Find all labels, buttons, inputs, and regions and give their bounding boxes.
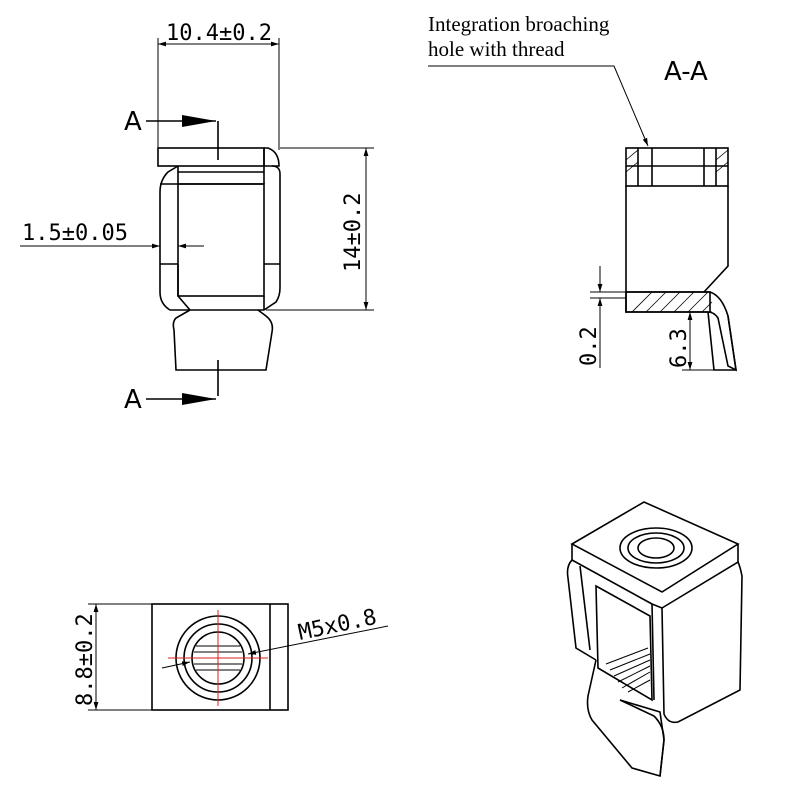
top-plate	[157, 147, 265, 167]
section-label-bottom: A	[124, 385, 142, 415]
top-view: M5x0.8 8.8±0.2	[73, 603, 389, 711]
depth-dim-text: 8.8±0.2	[73, 613, 98, 706]
thread-dim-text: M5x0.8	[296, 605, 379, 646]
body-outline	[159, 165, 281, 311]
lower-tab	[172, 309, 274, 371]
width-dimension: 10.4±0.2	[157, 21, 280, 150]
note-line2: hole with thread	[428, 37, 565, 61]
top-view-outline	[151, 603, 289, 711]
wall-dim-text: 1.5±0.05	[22, 221, 128, 246]
inner-window	[177, 183, 265, 297]
section-marker-top: A	[124, 107, 219, 160]
isometric-view	[566, 501, 743, 778]
tab-dim-text: 6.3	[667, 328, 692, 368]
width-dim-text: 10.4±0.2	[166, 21, 272, 46]
section-marker-bottom: A	[124, 385, 216, 415]
section-title: A-A	[664, 57, 708, 87]
section-view: Integration broaching hole with thread A…	[428, 12, 738, 372]
gap-dim-text: 0.2	[577, 326, 602, 366]
height-dim-text: 14±0.2	[341, 193, 366, 272]
front-view: 10.4±0.2 14±0.2 1.5±0.05	[20, 21, 374, 415]
wall-dimension: 1.5±0.05	[20, 221, 204, 249]
height-dimension: 14±0.2	[266, 147, 374, 311]
section-label-top: A	[124, 107, 142, 137]
note-line1: Integration broaching	[428, 12, 610, 36]
thread-lines	[605, 647, 651, 693]
